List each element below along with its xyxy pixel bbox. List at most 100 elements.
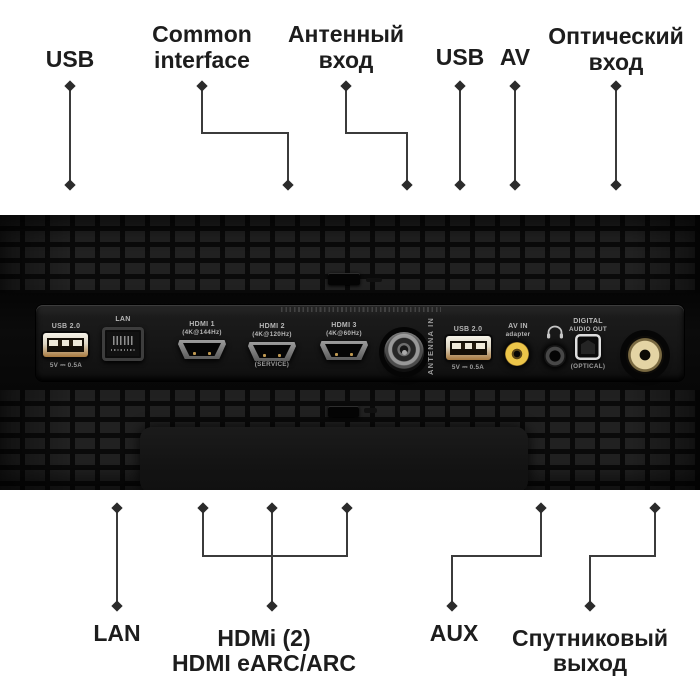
callout-label-optical-input: Оптический вход: [548, 23, 684, 75]
label-text: AV: [499, 44, 531, 70]
callout-line: [514, 86, 516, 185]
label-text: HDMI eARC/ARC: [172, 650, 356, 676]
callout-line: [540, 508, 542, 557]
antenna-coax-port: [384, 332, 424, 372]
label-text: USB 2.0: [51, 323, 81, 330]
label-spec: (4K@144Hz): [182, 329, 222, 336]
label-text: USB: [45, 46, 95, 72]
label-text: вход: [318, 47, 374, 73]
hdmi-cavity: [253, 345, 291, 358]
callout-label-common-interface: Common interface: [152, 21, 252, 73]
diamond-marker: [64, 179, 76, 191]
callout-line: [459, 86, 461, 185]
label-text: (SERVICE): [254, 361, 290, 368]
diamond-marker: [64, 80, 76, 92]
callout-label-lan: LAN: [93, 620, 140, 646]
diamond-marker: [340, 80, 352, 92]
diamond-marker: [509, 80, 521, 92]
callout-line: [202, 555, 348, 557]
callout-line: [116, 508, 118, 606]
usb2-power-rating: 5V ⎓ 0.5A: [452, 364, 484, 371]
label-text: LAN: [115, 316, 131, 323]
callout-line: [451, 555, 453, 606]
diamond-marker: [266, 600, 278, 612]
label-text: HDMI 1: [189, 321, 215, 328]
usb-port-2: [446, 336, 491, 360]
label-text: вход: [588, 49, 644, 75]
optical-note: (OPTICAL): [571, 363, 606, 370]
label-text: выход: [552, 650, 628, 676]
label-text: AUX: [429, 620, 479, 646]
lan-contacts: [111, 349, 135, 351]
hdmi-port-1: [178, 340, 226, 359]
callout-line: [201, 86, 203, 134]
diamond-marker: [197, 502, 209, 514]
optical-cavity: [581, 340, 595, 354]
callout-line: [589, 555, 591, 606]
hdmi-cavity: [183, 343, 221, 356]
callout-label-satellite-output: Спутниковый выход: [512, 626, 668, 676]
callout-line: [346, 508, 348, 557]
callout-line: [406, 132, 408, 186]
digital-audio-out-label: DIGITAL AUDIO OUT: [569, 318, 607, 334]
headphones-icon: [547, 325, 563, 339]
callout-line: [201, 132, 289, 134]
label-text: 5V ⎓ 0.5A: [49, 362, 83, 369]
satellite-port: [626, 336, 664, 374]
diamond-marker: [610, 80, 622, 92]
usb-tongue: [452, 343, 485, 349]
hdmi-pin: [192, 352, 196, 355]
ventilation-slots: [281, 307, 441, 312]
label-spec: adapter: [505, 331, 531, 338]
diamond-marker: [196, 80, 208, 92]
hdmi-cavity: [325, 344, 363, 357]
label-text: (OPTICAL): [570, 363, 606, 370]
usb-port-1: [43, 333, 88, 357]
stand-arm-bottom: [364, 408, 377, 413]
lan-pins: [113, 336, 133, 345]
optical-audio-port: [575, 334, 601, 360]
label-spec: (4K@60Hz): [326, 330, 362, 337]
usb-tongue: [49, 340, 82, 346]
label-text: LAN: [93, 620, 141, 646]
callout-line: [615, 86, 617, 185]
callout-line: [202, 508, 204, 557]
headphone-jack: [544, 345, 566, 367]
callout-line: [287, 132, 289, 186]
label-text: USB 2.0: [453, 326, 483, 333]
callout-line: [345, 132, 408, 134]
av-in-jack: [505, 342, 529, 366]
hdmi-pin: [208, 352, 212, 355]
callout-label-usb-right: USB: [436, 44, 485, 70]
label-text: Спутниковый: [511, 625, 669, 651]
callout-label-hdmi: HDMi (2) HDMI eARC/ARC: [172, 626, 356, 676]
diamond-marker: [610, 179, 622, 191]
callout-label-antenna-input: Антенный вход: [288, 21, 404, 73]
diamond-marker: [584, 600, 596, 612]
antenna-in-label: ANTENNA IN: [426, 317, 435, 375]
label-text: Антенный: [287, 21, 405, 47]
hdmi-pin: [278, 354, 282, 357]
stand-screw-top: [328, 273, 360, 285]
hdmi-port-3: [320, 341, 368, 360]
hdmi3-label: HDMI 3 (4K@60Hz): [326, 322, 362, 338]
label-text: AV IN: [508, 323, 528, 330]
antenna-pin: [401, 349, 407, 355]
label-text: interface: [154, 47, 250, 73]
label-text: DIGITAL: [573, 318, 603, 325]
hdmi-pin: [334, 353, 338, 356]
hdmi-port-2: [248, 342, 296, 361]
diamond-marker: [111, 600, 123, 612]
hdmi2-label: HDMI 2 (4K@120Hz): [252, 323, 292, 339]
lan-label: LAN: [115, 316, 130, 324]
label-text: Оптический: [548, 23, 684, 49]
callout-label-usb-left: USB: [46, 46, 95, 72]
stand-screw-bottom: [328, 406, 359, 417]
stand-arm-top: [366, 278, 382, 282]
hdmi-pin: [262, 354, 266, 357]
label-text: HDMi (2): [217, 625, 311, 651]
label-text: USB: [435, 44, 485, 70]
label-spec: (4K@120Hz): [252, 331, 292, 338]
diamond-marker: [454, 80, 466, 92]
